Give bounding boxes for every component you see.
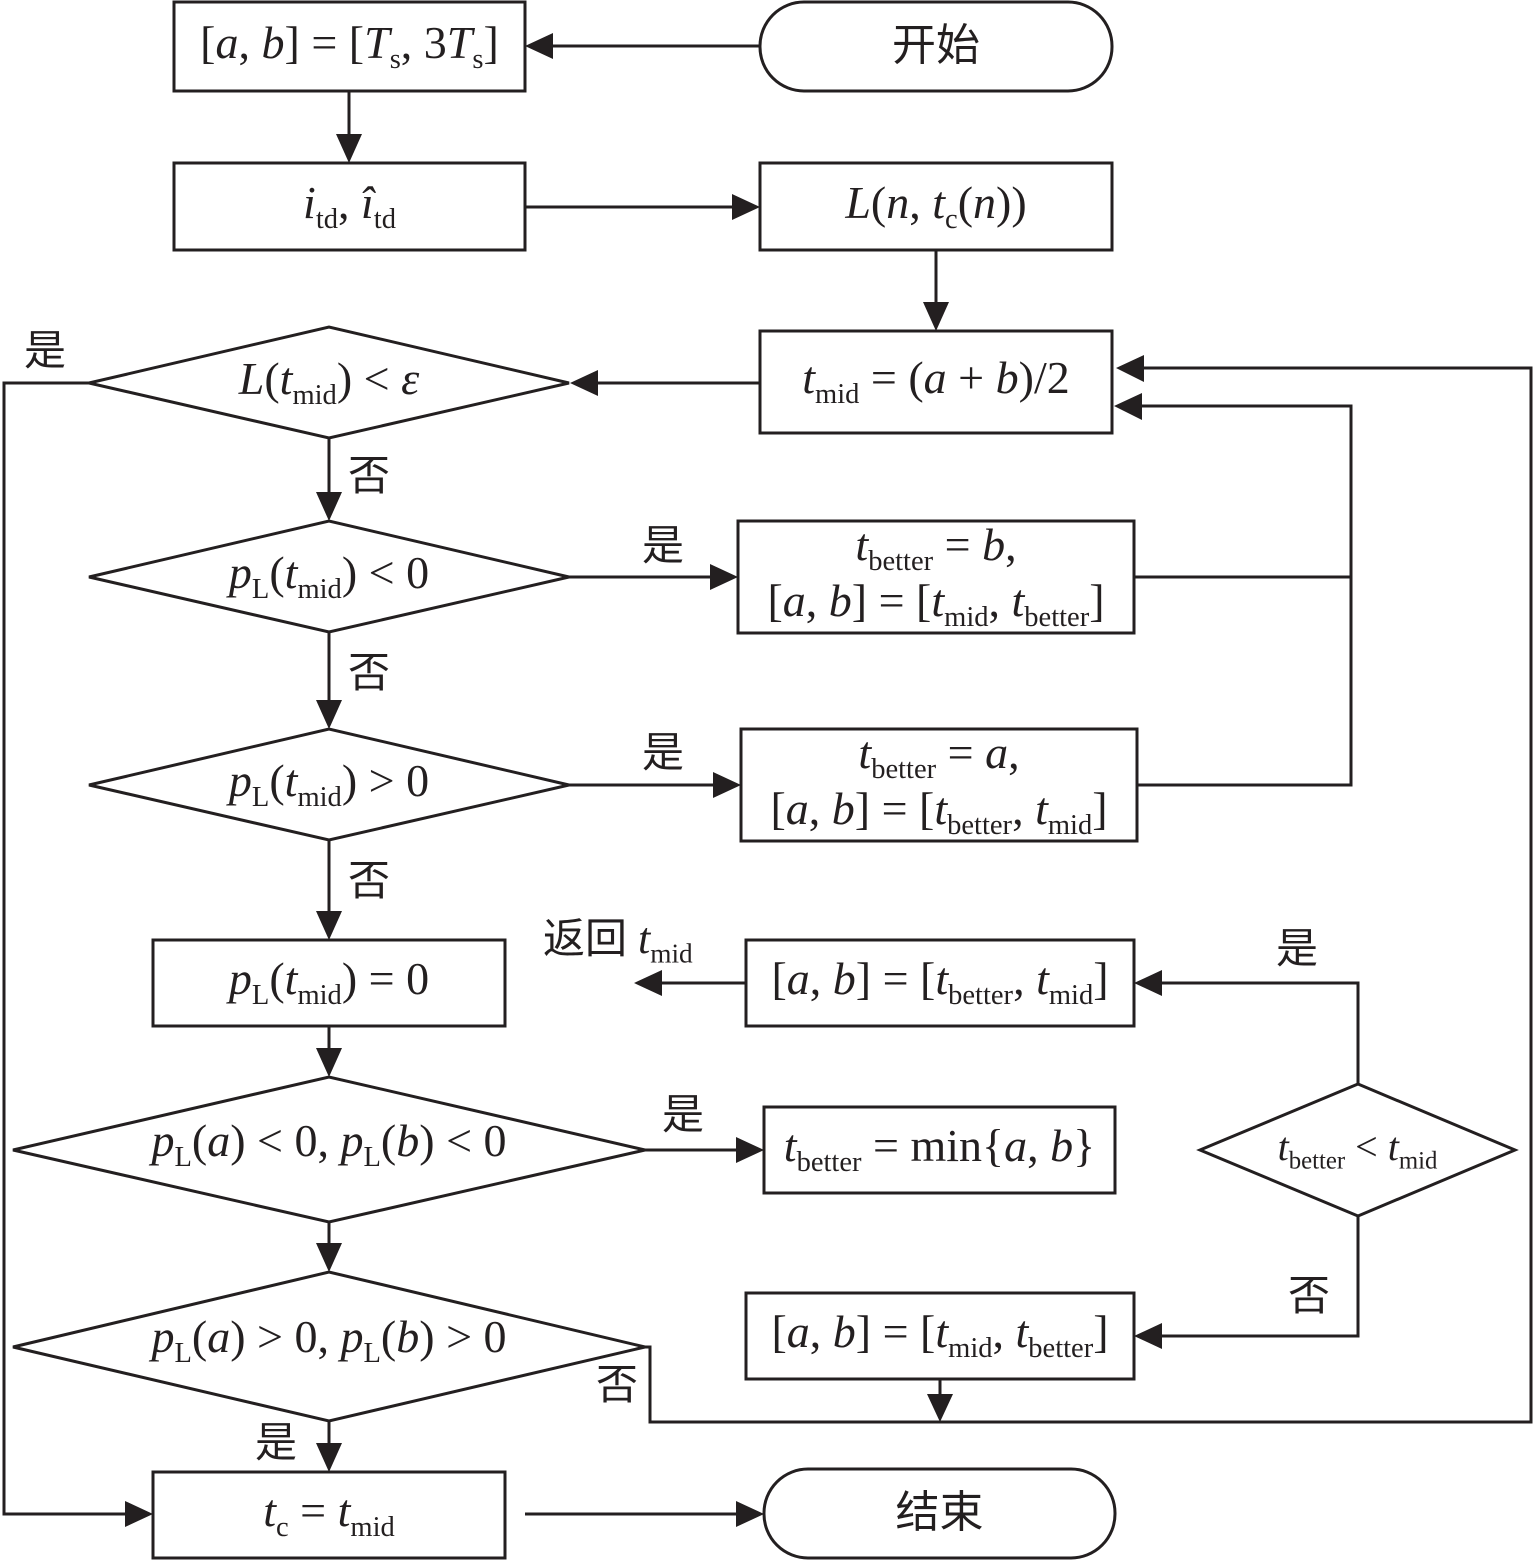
- yes-label: 是: [642, 728, 685, 777]
- check-better-mid-label: tbetter < tmid: [1277, 1123, 1438, 1175]
- return-tmid-label: 返回 tmid: [543, 914, 693, 969]
- edge-update-a-loop: [1134, 404, 1353, 787]
- arrowhead: [736, 1137, 764, 1163]
- end-terminator: [762, 1467, 1117, 1560]
- arrowhead: [736, 1501, 764, 1527]
- pL-zero-label: pL(tmid) = 0: [228, 953, 430, 1012]
- edge-bothpos-no-loop: [645, 366, 1533, 1424]
- no-label: 否: [348, 856, 391, 905]
- check-both-neg-label: pL(a) < 0, pL(b) < 0: [151, 1115, 507, 1174]
- interval-better-mid-label: [a, b] = [tbetter, tmid]: [771, 953, 1109, 1012]
- arrowhead: [336, 134, 362, 163]
- compute-L-label: L(n, tc(n)): [845, 176, 1027, 235]
- yes-label: 是: [24, 326, 67, 375]
- edge-checkL-yes-to-tc: [2, 381, 133, 1516]
- init-interval-label: [a, b] = [Ts, 3Ts]: [200, 16, 499, 75]
- update-b-label: tbetter = b, [a, b] = [tmid, tbetter]: [767, 519, 1105, 633]
- yes-label: 是: [255, 1418, 298, 1467]
- interval-mid-better-label: [a, b] = [tmid, tbetter]: [771, 1306, 1109, 1365]
- yes-label: 是: [662, 1090, 705, 1139]
- compute-itd-label: itd, îtd: [303, 176, 396, 235]
- arrowhead: [316, 1243, 342, 1272]
- yes-label: 是: [1276, 924, 1319, 973]
- set-min-label: tbetter = min{a, b}: [783, 1120, 1096, 1179]
- check-L-eps-diamond: [88, 325, 570, 440]
- yes-label: 是: [642, 521, 685, 570]
- no-label: 否: [596, 1360, 639, 1409]
- arrowhead: [316, 700, 342, 729]
- return-prefix: 返回: [543, 914, 628, 963]
- arrowhead: [1134, 1323, 1162, 1349]
- no-label: 否: [1288, 1271, 1331, 1320]
- start-label: 开始: [892, 20, 980, 72]
- check-both-pos-label: pL(a) > 0, pL(b) > 0: [151, 1311, 507, 1370]
- arrowhead: [525, 33, 553, 59]
- arrowhead: [732, 194, 760, 220]
- arrowhead: [316, 1443, 342, 1472]
- check-pL-pos-label: pL(tmid) > 0: [228, 754, 430, 813]
- arrowhead: [125, 1501, 153, 1527]
- edge-bettermid-yes: [1154, 981, 1360, 1084]
- check-L-eps-label: L(tmid) < ε: [238, 352, 420, 411]
- arrowhead: [1134, 970, 1162, 996]
- arrowhead: [316, 911, 342, 940]
- arrowhead: [927, 1394, 953, 1422]
- check-pL-neg-label: pL(tmid) < 0: [228, 546, 430, 605]
- arrowhead: [1116, 355, 1144, 382]
- arrowhead: [713, 772, 741, 798]
- check-better-mid-diamond: [1196, 1082, 1519, 1218]
- arrowhead: [923, 302, 949, 331]
- arrowhead: [634, 970, 662, 996]
- no-label: 否: [348, 648, 391, 697]
- arrowhead: [570, 370, 598, 396]
- compute-tmid-label: tmid = (a + b)/2: [802, 352, 1070, 411]
- set-tc-label: tc = tmid: [263, 1485, 395, 1544]
- update-a-label: tbetter = a, [a, b] = [tbetter, tmid]: [770, 727, 1108, 841]
- edge-bettermid-no: [1154, 1216, 1360, 1338]
- arrowhead: [710, 564, 738, 590]
- end-label: 结束: [895, 1487, 984, 1539]
- no-label: 否: [348, 451, 391, 500]
- arrowhead: [316, 492, 342, 521]
- arrowhead: [316, 1048, 342, 1077]
- arrowhead: [1114, 393, 1142, 420]
